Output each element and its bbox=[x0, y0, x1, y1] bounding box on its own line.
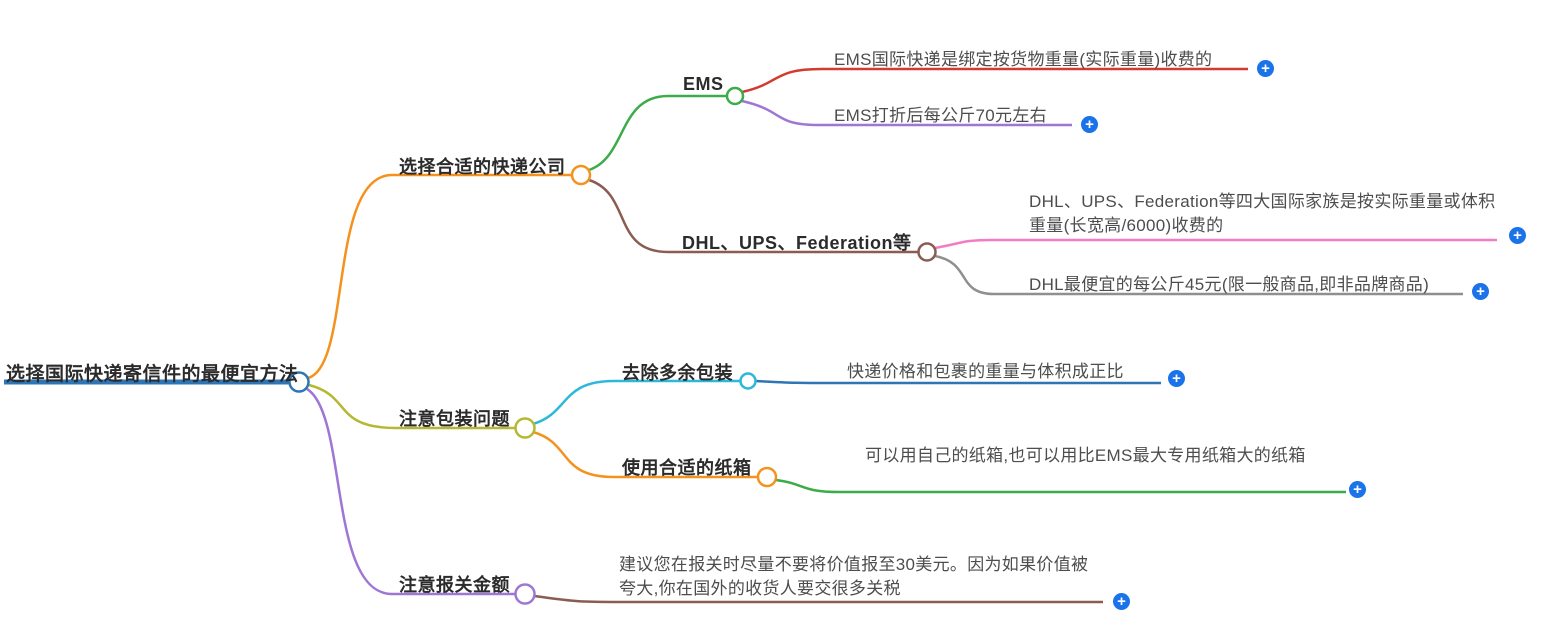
leaf-ems-weight[interactable]: EMS国际快递是绑定按货物重量(实际重量)收费的 bbox=[834, 50, 1213, 69]
connector-dhl-leaf-volume bbox=[934, 238, 1497, 250]
node-ems-label[interactable]: EMS bbox=[683, 74, 724, 94]
leaf-dhl-volume[interactable]: DHL、UPS、Federation等四大国际家族是按实际重量或体积重量(长宽高… bbox=[1029, 192, 1496, 235]
connector-ems bbox=[588, 94, 727, 172]
connector-branch-packaging bbox=[308, 383, 516, 430]
node-packaging-label[interactable]: 注意包装问题 bbox=[399, 409, 510, 429]
node-handle-customs bbox=[514, 583, 536, 605]
node-use-box-label[interactable]: 使用合适的纸箱 bbox=[622, 458, 752, 478]
node-handle-remove-packing bbox=[739, 372, 757, 390]
add-node-icon[interactable]: + bbox=[1168, 370, 1185, 387]
leaf-dhl-price[interactable]: DHL最便宜的每公斤45元(限一般商品,即非品牌商品) bbox=[1029, 275, 1430, 294]
connector-use-box-leaf bbox=[775, 478, 1346, 494]
node-remove-packing-label[interactable]: 去除多余包装 bbox=[622, 363, 733, 383]
connector-remove-packing-leaf bbox=[755, 379, 1161, 385]
connector-dhl bbox=[588, 178, 919, 254]
node-handle-packaging bbox=[514, 417, 536, 439]
add-node-icon[interactable]: + bbox=[1113, 593, 1130, 610]
add-node-icon[interactable]: + bbox=[1257, 60, 1274, 77]
node-handle-ems bbox=[725, 86, 745, 106]
node-dhl-label[interactable]: DHL、UPS、Federation等 bbox=[682, 233, 912, 253]
leaf-declare-value[interactable]: 建议您在报关时尽量不要将价值报至30美元。因为如果价值被夸大,你在国外的收货人要… bbox=[619, 555, 1089, 598]
node-handle-company bbox=[570, 164, 592, 186]
connector-dhl-leaf-price bbox=[934, 254, 1463, 296]
connector-customs-leaf bbox=[533, 594, 1103, 604]
node-handle-dhl bbox=[917, 242, 937, 262]
leaf-ems-price[interactable]: EMS打折后每公斤70元左右 bbox=[834, 106, 1047, 125]
node-customs-label[interactable]: 注意报关金额 bbox=[399, 575, 510, 595]
connector-remove-packing bbox=[532, 379, 741, 426]
connector-branch-customs bbox=[306, 387, 516, 596]
add-node-icon[interactable]: + bbox=[1349, 481, 1366, 498]
connector-branch-company bbox=[307, 173, 572, 380]
add-node-icon[interactable]: + bbox=[1509, 227, 1526, 244]
node-handle-root bbox=[288, 371, 310, 393]
connector-ems-leaf-price bbox=[741, 99, 1072, 127]
root-node-label[interactable]: 选择国际快递寄信件的最便宜方法 bbox=[6, 364, 299, 385]
leaf-own-box[interactable]: 可以用自己的纸箱,也可以用比EMS最大专用纸箱大的纸箱 bbox=[865, 446, 1306, 465]
add-node-icon[interactable]: + bbox=[1472, 283, 1489, 300]
connector-use-box bbox=[532, 430, 758, 479]
leaf-price-proportional[interactable]: 快递价格和包裹的重量与体积成正比 bbox=[847, 362, 1124, 381]
node-handle-use-box bbox=[756, 466, 778, 488]
node-company-label[interactable]: 选择合适的快递公司 bbox=[399, 157, 566, 177]
connector-ems-leaf-weight bbox=[741, 67, 1248, 94]
add-node-icon[interactable]: + bbox=[1081, 116, 1098, 133]
